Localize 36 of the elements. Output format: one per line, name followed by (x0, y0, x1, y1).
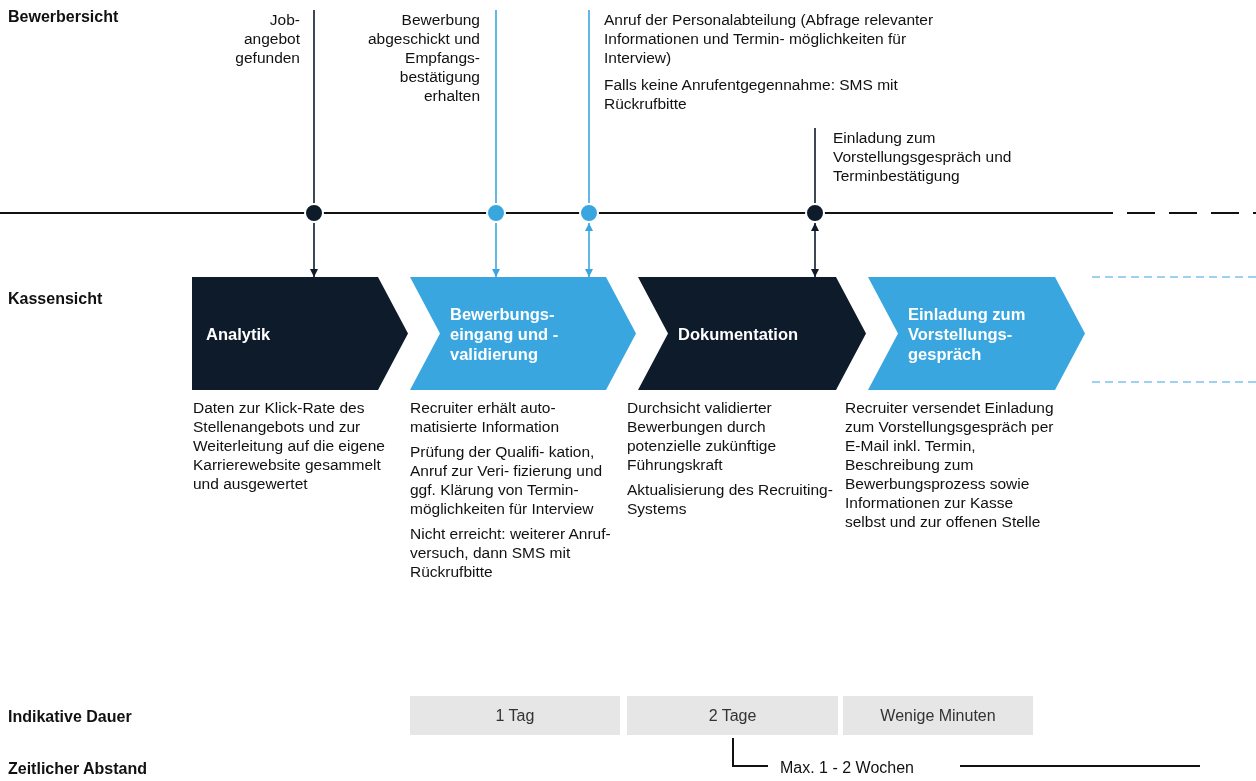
step-title: Bewerbungs- eingang und -validierung (450, 303, 560, 364)
step-description: Recruiter versendet Einladung zum Vorstellungsgespräch per E-Mail inkl. Termin, Beschreibung zum Bewerbungsprozess sowie Informationen zur Kasse selbst und zur offenen Stelle (845, 398, 1055, 531)
timeline-dot (805, 203, 825, 223)
step-description: Aktualisierung des Recruiting-Systems (627, 480, 834, 518)
step-title: Einladung zum Vorstellungs- gespräch (908, 303, 1027, 364)
leader-line (313, 9, 315, 204)
duration-bar: Wenige Minuten (843, 696, 1033, 735)
event-note: Job- angebot gefunden (234, 10, 300, 67)
arrow (492, 222, 500, 278)
event-note: Falls keine Anrufentgegennahme: SMS mit Rückrufbitte (604, 75, 899, 113)
timeline-dot (486, 203, 506, 223)
step-description: Nicht erreicht: weiterer Anruf- versuch, dann SMS mit Rückrufbitte (410, 524, 612, 581)
leader-line (495, 9, 497, 204)
event-note: Anruf der Personalabteilung (Abfrage relevanter Informationen und Termin- möglichkeiten für Interview) (604, 10, 935, 67)
arrow (811, 222, 819, 278)
step-title: Analytik (206, 323, 272, 344)
event-note: Einladung zum Vorstellungsgespräch und Terminbestätigung (833, 128, 1013, 185)
leader-line (588, 9, 590, 204)
timeline-dot (579, 203, 599, 223)
step-description: Daten zur Klick-Rate des Stellenangebots und zur Weiterleitung auf die eigene Karrierewebsite gesammelt und ausgewertet (193, 398, 386, 493)
timeline-dot (304, 203, 324, 223)
duration-bar: 1 Tag (410, 696, 620, 735)
row-label: Bewerbersicht (8, 8, 119, 26)
step-title: Dokumentation (678, 323, 800, 344)
arrow (585, 222, 593, 278)
arrow (310, 222, 318, 278)
step-description: Durchsicht validierter Bewerbungen durch potenzielle zukünftige Führungskraft (627, 398, 778, 474)
row-label: Zeitlicher Abstand (8, 760, 147, 778)
row-label: Kassensicht (8, 290, 103, 308)
leader-line (814, 127, 816, 204)
interval-label: Max. 1 - 2 Wochen (780, 759, 914, 777)
event-note: Bewerbung abgeschickt und Empfangs- bestätigung erhalten (366, 10, 480, 105)
duration-bar: 2 Tage (627, 696, 838, 735)
row-label: Indikative Dauer (8, 708, 132, 726)
step-description: Prüfung der Qualifi- kation, Anruf zur Veri- fizierung und ggf. Klärung von Termin- möglichkeiten für Interview (410, 442, 604, 518)
step-description: Recruiter erhält auto- matisierte Information (410, 398, 561, 436)
